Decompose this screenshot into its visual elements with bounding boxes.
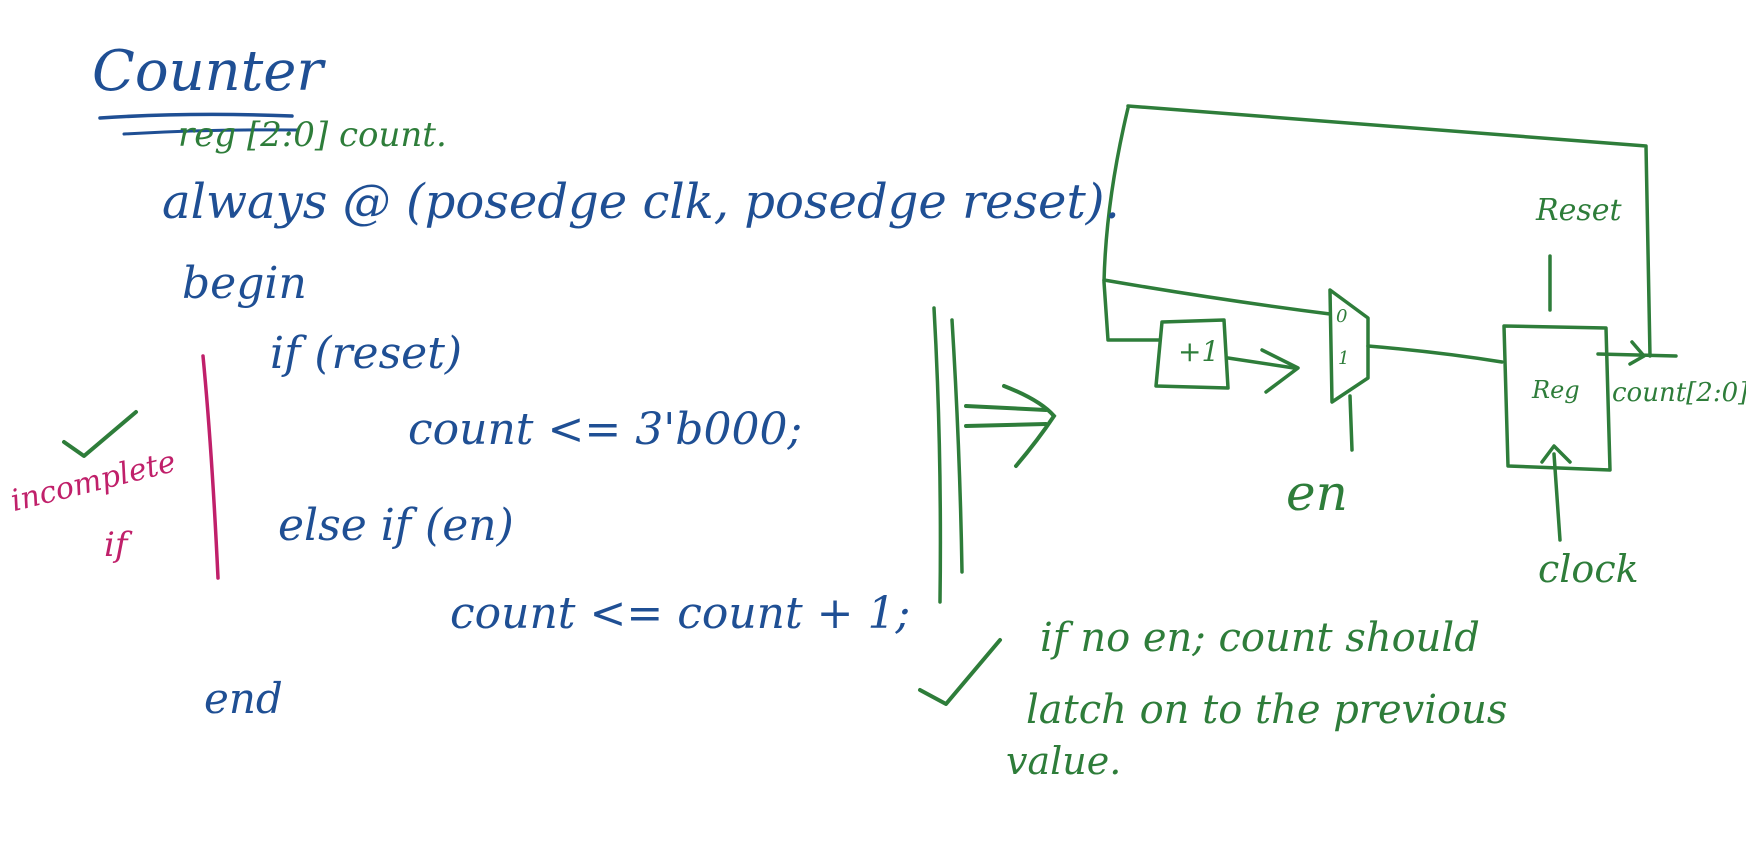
code-line-else-if: else if (en) [278,500,514,551]
title-underline [98,112,294,120]
output-wire [1596,352,1678,358]
register-declaration: reg [2:0] count. [178,115,447,155]
clock-line [1552,452,1562,542]
note-line-1: if no en; count should [1040,615,1480,661]
code-line-increment: count <= count + 1; [450,588,911,639]
wire-inc-to-mux [1226,356,1296,370]
enable-label: en [1286,464,1348,522]
mux-select-line [1348,394,1354,452]
mux-input-0-label: 0 [1336,306,1348,327]
checkmark-right [918,638,1002,706]
output-label: count[2:0] [1612,378,1746,408]
divider-line-2 [950,318,964,574]
register-label: Reg [1532,376,1580,404]
title-underline-2 [122,128,300,136]
implies-arrow-bar-2 [964,422,1048,428]
implies-arrow-bar-1 [964,404,1048,412]
wire-inc-to-mux-arrowhead [1260,348,1300,394]
wire-to-mux-in0 [1102,278,1332,316]
feedback-wire [1102,106,1162,342]
output-arrowhead [1628,340,1646,366]
divider-line-1 [932,306,943,604]
increment-label: +1 [1178,335,1220,368]
register-block [1502,324,1612,472]
increment-block [1154,318,1230,390]
code-line-reset-assign: count <= 3'b000; [408,404,803,455]
page-title: Counter [92,39,324,104]
note-line-2: latch on to the previous [1026,687,1508,733]
note-line-3: value. [1006,739,1122,783]
code-line-always: always @ (posedge clk, posedge reset). [162,174,1120,230]
checkmark-left [62,410,138,458]
code-line-if-reset: if (reset) [270,328,463,379]
feedback-wire-top [1126,104,1652,358]
mux-body [1328,288,1370,404]
clock-edge-marker [1540,444,1572,464]
clock-label: clock [1538,547,1639,591]
implies-arrow-head [1002,384,1057,468]
code-line-end: end [204,674,283,723]
if-block-bar [201,354,220,580]
reset-label: Reset [1536,193,1622,228]
code-line-begin: begin [182,258,307,309]
wire-mux-to-reg [1366,344,1504,364]
annotation-if: if [104,525,128,565]
mux-input-1-label: 1 [1338,348,1350,369]
